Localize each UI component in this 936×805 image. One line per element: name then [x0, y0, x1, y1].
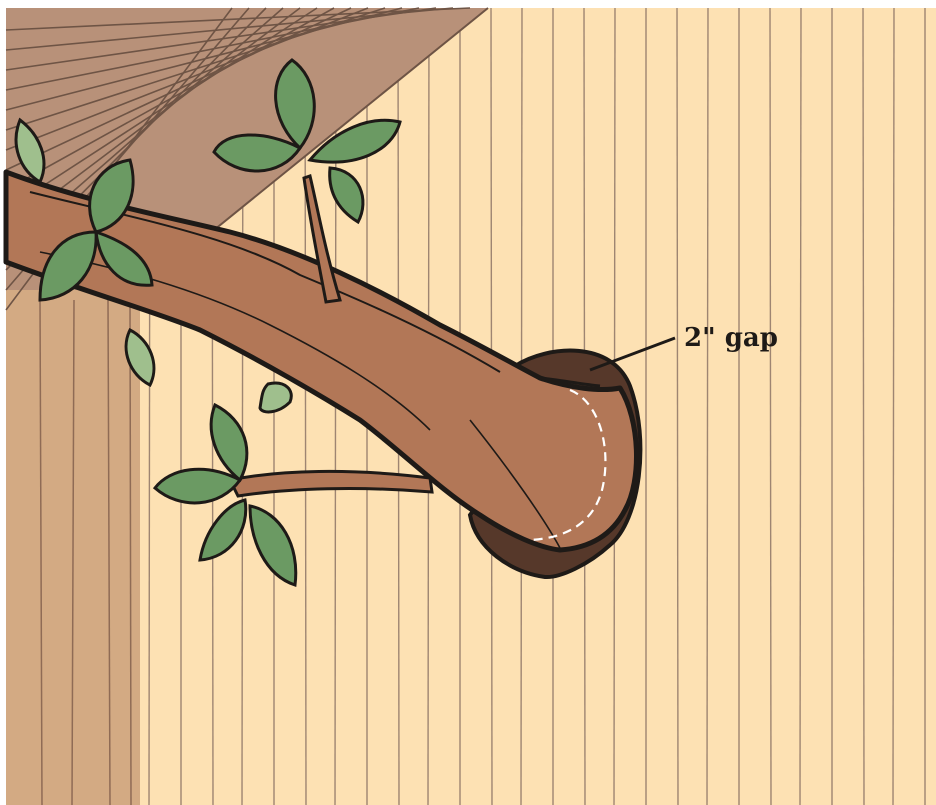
- siding-line: [707, 8, 708, 805]
- siding-line: [863, 8, 864, 805]
- siding-line: [770, 8, 771, 805]
- siding-line: [893, 8, 894, 805]
- gap-callout-label: 2" gap: [684, 323, 778, 353]
- siding-line: [800, 8, 801, 805]
- siding-line: [677, 8, 678, 805]
